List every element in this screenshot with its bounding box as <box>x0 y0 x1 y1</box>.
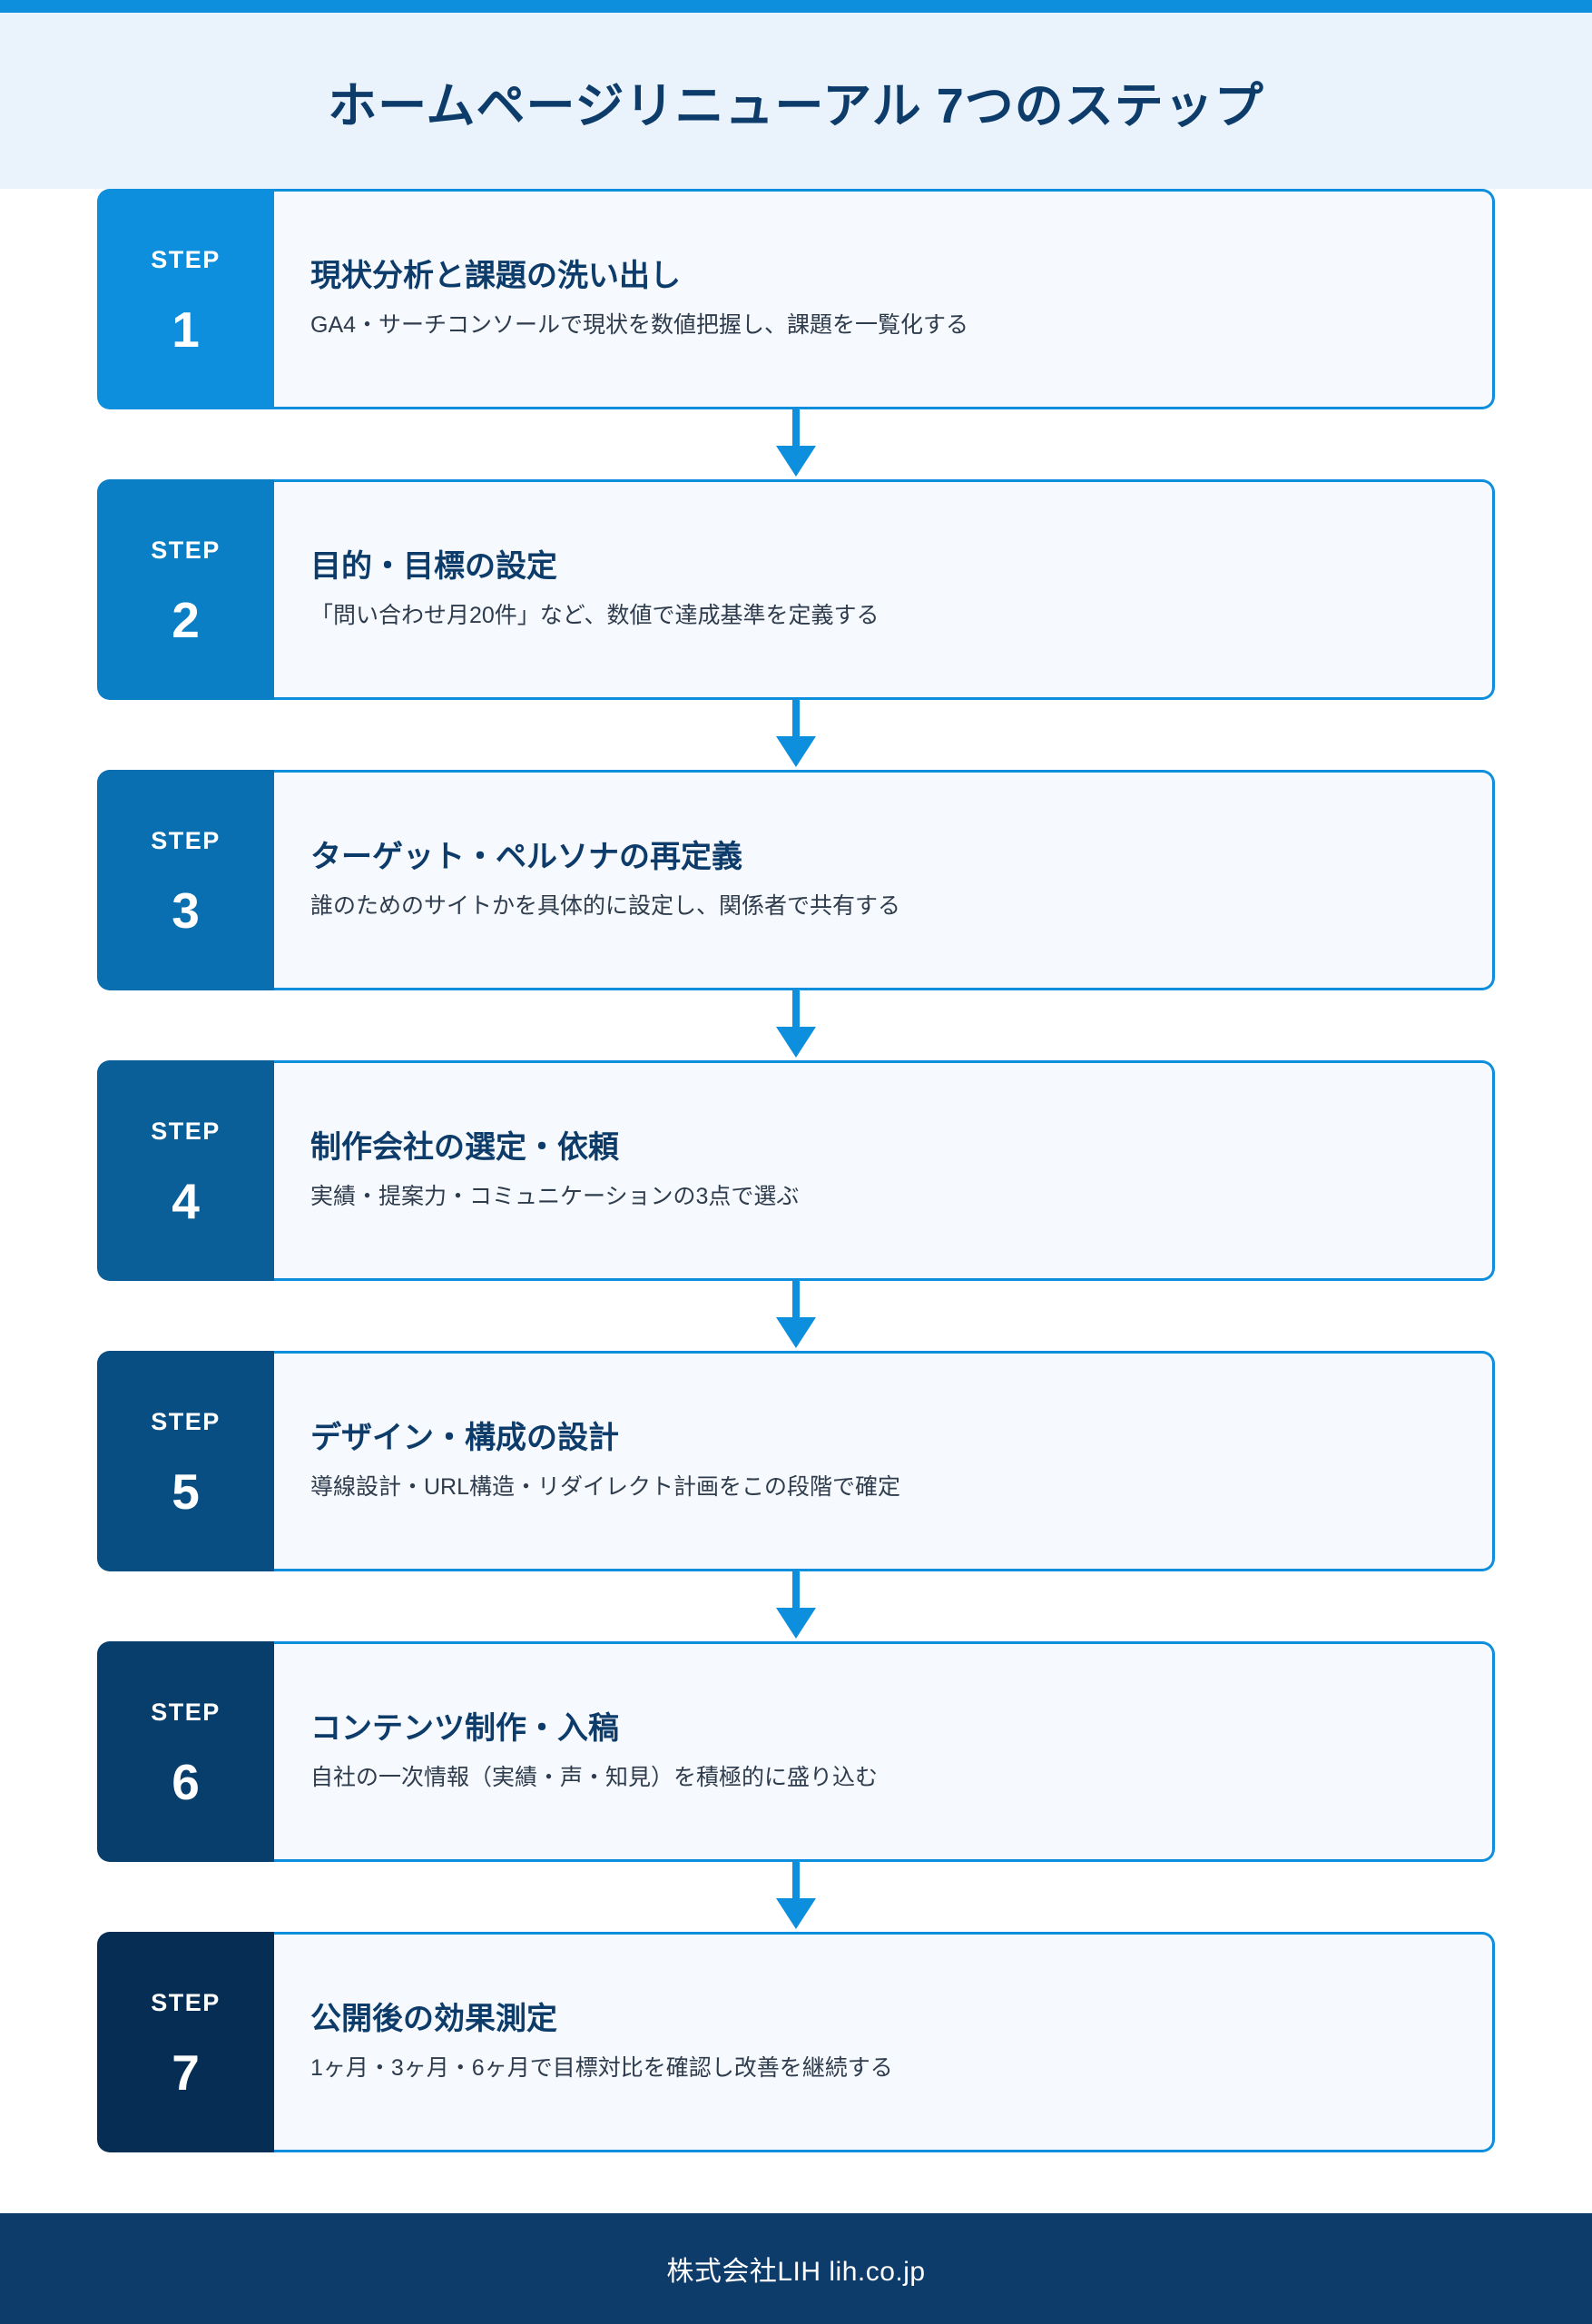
down-arrow-icon <box>776 1571 816 1641</box>
step-heading: 制作会社の選定・依頼 <box>310 1130 619 1166</box>
step-badge-number: 3 <box>172 881 200 939</box>
arrow-head <box>776 736 816 767</box>
connector-2-3 <box>97 700 1495 770</box>
arrow-head <box>776 1317 816 1348</box>
step-body-6: コンテンツ制作・入稿 自社の一次情報（実績・声・知見）を積極的に盛り込む <box>274 1641 1495 1862</box>
step-heading: コンテンツ制作・入稿 <box>310 1711 619 1747</box>
arrow-stem <box>792 1281 800 1324</box>
step-heading: ターゲット・ペルソナの再定義 <box>310 840 742 875</box>
arrow-head <box>776 1027 816 1058</box>
step-description: 1ヶ月・3ヶ月・6ヶ月で目標対比を確認し改善を継続する <box>310 2054 893 2081</box>
step-badge-number: 7 <box>172 2043 200 2101</box>
step-badge-label: STEP <box>151 1988 221 2016</box>
step-badge-3: STEP 3 <box>97 770 274 990</box>
step-description: 自社の一次情報（実績・声・知見）を積極的に盛り込む <box>310 1764 879 1790</box>
arrow-head <box>776 1898 816 1929</box>
header-band: ホームページリニューアル 7つのステップ <box>0 13 1592 189</box>
arrow-stem <box>792 1862 800 1905</box>
step-badge-number: 6 <box>172 1753 200 1810</box>
step-badge-label: STEP <box>151 826 221 854</box>
step-badge-label: STEP <box>151 1117 221 1145</box>
step-badge-5: STEP 5 <box>97 1351 274 1571</box>
step-badge-1: STEP 1 <box>97 189 274 409</box>
step-body-5: デザイン・構成の設計 導線設計・URL構造・リダイレクト計画をこの段階で確定 <box>274 1351 1495 1571</box>
arrow-stem <box>792 409 800 453</box>
top-accent-bar <box>0 0 1592 13</box>
footer-bar: 株式会社LIH lih.co.jp <box>0 2213 1592 2324</box>
step-heading: 公開後の効果測定 <box>310 2002 557 2037</box>
down-arrow-icon <box>776 990 816 1060</box>
step-heading: 現状分析と課題の洗い出し <box>310 259 681 294</box>
connector-3-4 <box>97 990 1495 1060</box>
down-arrow-icon <box>776 700 816 770</box>
step-card-6[interactable]: STEP 6 コンテンツ制作・入稿 自社の一次情報（実績・声・知見）を積極的に盛… <box>97 1641 1495 1862</box>
page-title: ホームページリニューアル 7つのステップ <box>328 78 1264 133</box>
down-arrow-icon <box>776 409 816 479</box>
step-description: 導線設計・URL構造・リダイレクト計画をこの段階で確定 <box>310 1473 901 1500</box>
step-body-3: ターゲット・ペルソナの再定義 誰のためのサイトかを具体的に設定し、関係者で共有す… <box>274 770 1495 990</box>
step-card-7[interactable]: STEP 7 公開後の効果測定 1ヶ月・3ヶ月・6ヶ月で目標対比を確認し改善を継… <box>97 1932 1495 2152</box>
arrow-stem <box>792 990 800 1034</box>
step-badge-label: STEP <box>151 245 221 273</box>
down-arrow-icon <box>776 1862 816 1932</box>
step-description: GA4・サーチコンソールで現状を数値把握し、課題を一覧化する <box>310 311 969 338</box>
step-body-7: 公開後の効果測定 1ヶ月・3ヶ月・6ヶ月で目標対比を確認し改善を継続する <box>274 1932 1495 2152</box>
step-body-1: 現状分析と課題の洗い出し GA4・サーチコンソールで現状を数値把握し、課題を一覧… <box>274 189 1495 409</box>
arrow-head <box>776 1608 816 1639</box>
step-card-4[interactable]: STEP 4 制作会社の選定・依頼 実績・提案力・コミュニケーションの3点で選ぶ <box>97 1060 1495 1281</box>
arrow-head <box>776 446 816 477</box>
arrow-stem <box>792 1571 800 1615</box>
step-badge-number: 5 <box>172 1462 200 1520</box>
step-badge-label: STEP <box>151 536 221 564</box>
step-badge-number: 4 <box>172 1172 200 1229</box>
step-description: 「問い合わせ月20件」など、数値で達成基準を定義する <box>310 602 880 628</box>
step-description: 誰のためのサイトかを具体的に設定し、関係者で共有する <box>310 892 901 919</box>
connector-5-6 <box>97 1571 1495 1641</box>
down-arrow-icon <box>776 1281 816 1351</box>
step-card-1[interactable]: STEP 1 現状分析と課題の洗い出し GA4・サーチコンソールで現状を数値把握… <box>97 189 1495 409</box>
arrow-stem <box>792 700 800 743</box>
step-badge-number: 1 <box>172 300 200 358</box>
step-body-2: 目的・目標の設定 「問い合わせ月20件」など、数値で達成基準を定義する <box>274 479 1495 700</box>
step-card-5[interactable]: STEP 5 デザイン・構成の設計 導線設計・URL構造・リダイレクト計画をこの… <box>97 1351 1495 1571</box>
step-badge-7: STEP 7 <box>97 1932 274 2152</box>
step-card-3[interactable]: STEP 3 ターゲット・ペルソナの再定義 誰のためのサイトかを具体的に設定し、… <box>97 770 1495 990</box>
connector-1-2 <box>97 409 1495 479</box>
connector-4-5 <box>97 1281 1495 1351</box>
footer-credit: 株式会社LIH lih.co.jp <box>666 2257 926 2287</box>
step-description: 実績・提案力・コミュニケーションの3点で選ぶ <box>310 1183 800 1209</box>
step-heading: 目的・目標の設定 <box>310 549 557 585</box>
step-list: STEP 1 現状分析と課題の洗い出し GA4・サーチコンソールで現状を数値把握… <box>0 189 1592 2152</box>
step-card-2[interactable]: STEP 2 目的・目標の設定 「問い合わせ月20件」など、数値で達成基準を定義… <box>97 479 1495 700</box>
step-badge-6: STEP 6 <box>97 1641 274 1862</box>
step-body-4: 制作会社の選定・依頼 実績・提案力・コミュニケーションの3点で選ぶ <box>274 1060 1495 1281</box>
step-badge-label: STEP <box>151 1407 221 1435</box>
step-badge-label: STEP <box>151 1698 221 1726</box>
connector-6-7 <box>97 1862 1495 1932</box>
step-heading: デザイン・構成の設計 <box>310 1421 619 1456</box>
step-badge-2: STEP 2 <box>97 479 274 700</box>
step-badge-number: 2 <box>172 591 200 648</box>
step-badge-4: STEP 4 <box>97 1060 274 1281</box>
